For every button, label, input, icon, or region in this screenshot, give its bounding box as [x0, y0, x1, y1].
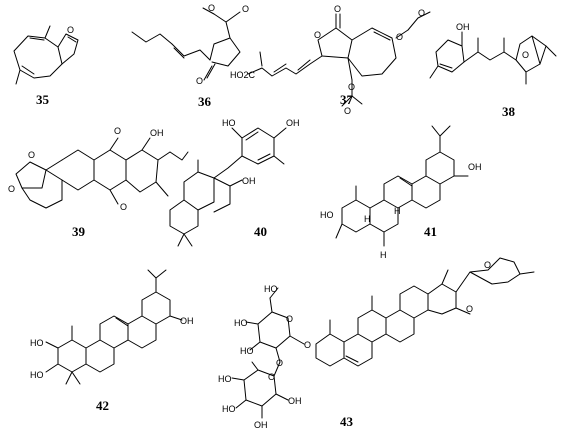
- atom-oh: OH: [456, 22, 470, 32]
- structure-42: HO HO OH: [30, 269, 194, 385]
- atom-ho2c: HO2C: [230, 70, 256, 80]
- compound-number-35: 35: [36, 92, 50, 107]
- compound-number-39: 39: [72, 224, 86, 239]
- atom-o: O: [344, 106, 351, 116]
- atom-o: O: [348, 82, 355, 92]
- atom-o: O: [8, 184, 15, 194]
- atom-oh: OH: [180, 316, 194, 326]
- atom-o: O: [120, 202, 127, 212]
- atom-o: O: [242, 4, 249, 14]
- structure-40: HO OH OH: [169, 118, 300, 247]
- atom-o: O: [304, 340, 311, 350]
- atom-oh: OH: [288, 396, 302, 406]
- atom-ho: HO: [264, 284, 278, 294]
- compound-number-36: 36: [198, 94, 212, 109]
- structure-35: O: [13, 25, 79, 85]
- atom-o: O: [28, 150, 35, 160]
- atom-o: O: [67, 25, 74, 35]
- atom-oh: OH: [286, 118, 300, 128]
- atom-h: H: [364, 214, 371, 224]
- atom-o: O: [286, 314, 293, 324]
- atom-o: O: [276, 358, 283, 368]
- atom-h: H: [380, 250, 387, 260]
- atom-o: O: [268, 372, 275, 382]
- structure-43: HO HO HO O O O O HO HO OH OH O O: [218, 257, 535, 430]
- atom-ho: HO: [320, 210, 334, 220]
- atom-oh: OH: [254, 420, 268, 430]
- atom-o: O: [484, 260, 491, 270]
- structure-37: HO2C O O O O O O: [230, 4, 431, 116]
- atom-ho: HO: [222, 404, 236, 414]
- atom-ho: HO: [222, 118, 236, 128]
- compound-number-41: 41: [424, 224, 437, 239]
- atom-ho: HO: [30, 370, 44, 380]
- atom-ho: HO: [218, 374, 232, 384]
- atom-oh: OH: [150, 128, 164, 138]
- atom-o: O: [114, 126, 121, 136]
- atom-o: O: [314, 30, 321, 40]
- atom-ho: HO: [234, 318, 248, 328]
- atom-ho: HO: [30, 338, 44, 348]
- atom-ho: HO: [240, 346, 254, 356]
- atom-oh: OH: [242, 176, 256, 186]
- atom-o: O: [466, 304, 473, 314]
- atom-o: O: [396, 32, 403, 42]
- compound-number-40: 40: [254, 224, 267, 239]
- structure-39: O O O OH O: [8, 126, 189, 212]
- atom-o: O: [334, 4, 341, 14]
- structure-36: O O O: [131, 3, 249, 86]
- atom-o: O: [196, 76, 203, 86]
- compound-number-37: 37: [340, 92, 354, 107]
- structure-38: OH O: [429, 22, 557, 85]
- atom-o: O: [208, 3, 215, 13]
- compound-number-38: 38: [502, 104, 516, 119]
- atom-o: O: [522, 50, 529, 60]
- atom-o: O: [418, 8, 425, 18]
- atom-oh: OH: [468, 162, 482, 172]
- compound-number-42: 42: [96, 398, 109, 413]
- atom-h: H: [394, 206, 401, 216]
- compound-number-43: 43: [340, 414, 354, 429]
- structure-41: HO H H H OH: [320, 125, 482, 260]
